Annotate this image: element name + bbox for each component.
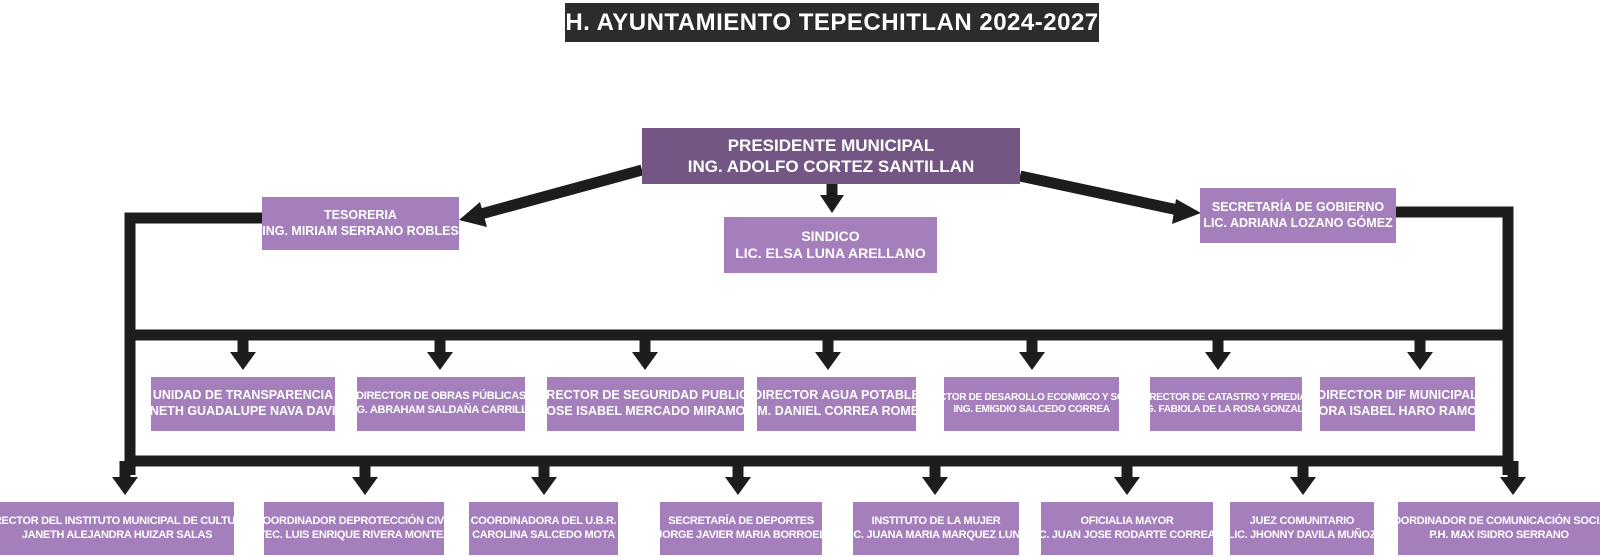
coordinator-box: OFICIALIA MAYOR C. JUAN JOSE RODARTE COR… (1041, 502, 1213, 555)
sindico-name: LIC. ELSA LUNA ARELLANO (735, 245, 926, 261)
director-name: JANETH GUADALUPE NAVA DAVILA (151, 404, 335, 418)
director-box: DIRECTOR DE OBRAS PÚBLICAS ING. ABRAHAM … (357, 377, 525, 431)
arrowhead-director-3 (632, 352, 658, 370)
coordinator-role: SECRETARÍA DE DEPORTES (668, 514, 814, 527)
arrowhead-coord-2 (352, 477, 378, 495)
coordinator-box: JUEZ COMUNITARIO LIC. JHONNY DAVILA MUÑO… (1230, 502, 1374, 555)
right-trunk-line (1396, 206, 1514, 475)
tesoreria-role: TESORERIA (324, 207, 397, 222)
director-box: DIRECTOR AGUA POTABLE T.A.M. DANIEL CORR… (757, 377, 916, 431)
coordinator-name: CAROLINA SALCEDO MOTA (472, 528, 615, 541)
tesoreria-box: TESORERIA ING. MIRIAM SERRANO ROBLES (262, 197, 459, 250)
coordinator-role: JUEZ COMUNITARIO (1249, 514, 1355, 527)
director-name: ING. FABIOLA DE LA ROSA GONZALEZ (1150, 404, 1302, 415)
arrowhead-secretaria (1172, 199, 1201, 224)
coordinator-name: JORGE JAVIER MARIA BORROEL (660, 528, 822, 541)
left-trunk-line (124, 212, 268, 475)
arrow-to-secretaria (1018, 170, 1180, 216)
coordinator-box: SECRETARÍA DE DEPORTES JORGE JAVIER MARI… (660, 502, 822, 555)
coordinator-role: DIRECTOR DEL INSTITUTO MUNICIPAL DE CULT… (0, 514, 234, 527)
director-role: DIRECTOR DE SEGURIDAD PUBLICA (547, 388, 744, 403)
director-name: LIC. JOSE ISABEL MERCADO MIRAMONTES (547, 404, 744, 418)
director-name: T.A.M. DANIEL CORREA ROMERO (757, 404, 916, 418)
director-box: UNIDAD DE TRANSPARENCIA JANETH GUADALUPE… (151, 377, 335, 431)
coordinator-name: JANETH ALEJANDRA HUIZAR SALAS (21, 528, 213, 541)
director-role: DIRECTOR DE CATASTRO Y PREDIAL (1150, 391, 1302, 403)
director-name: ING. ABRAHAM SALDAÑA CARRILLO (357, 404, 525, 416)
secretaria-gobierno-box: SECRETARÍA DE GOBIERNO LIC. ADRIANA LOZA… (1200, 188, 1396, 243)
arrowhead-director-7 (1407, 352, 1433, 370)
arrowhead-coord-5 (922, 477, 948, 495)
president-name: ING. ADOLFO CORTEZ SANTILLAN (687, 157, 975, 176)
coordinator-role: COORDINADOR DE COMUNICACIÓN SOCIAL (1398, 514, 1600, 527)
arrowhead-director-6 (1205, 352, 1231, 370)
arrowhead-director-2 (427, 352, 453, 370)
coordinator-name: TEC. LUIS ENRIQUE RIVERA MONTEZ (264, 528, 444, 541)
coordinator-box: COORDINADOR DE COMUNICACIÓN SOCIAL P.H. … (1398, 502, 1600, 555)
director-role: UNIDAD DE TRANSPARENCIA (152, 388, 334, 403)
arrowhead-coord-6 (1114, 477, 1140, 495)
director-box: DIRECTOR DE DESAROLLO ECONMICO Y SOCIAL … (944, 377, 1119, 431)
coordinator-name: LIC. JUANA MARIA MARQUEZ LUNA (853, 528, 1019, 541)
director-box: DIRECTOR DE CATASTRO Y PREDIAL ING. FABI… (1150, 377, 1302, 431)
sindico-box: SINDICO LIC. ELSA LUNA ARELLANO (724, 217, 937, 273)
arrowhead-coord-8 (1500, 477, 1526, 495)
president-role: PRESIDENTE MUNICIPAL (727, 135, 935, 155)
coordinator-role: INSTITUTO DE LA MUJER (871, 514, 1001, 527)
arrowhead-coord-4 (725, 477, 751, 495)
sindico-role: SINDICO (801, 227, 860, 244)
arrowhead-director-1 (230, 352, 256, 370)
coordinator-box: COORDINADORA DEL U.B.R. CAROLINA SALCEDO… (469, 502, 618, 555)
director-role: DIRECTOR DE DESAROLLO ECONMICO Y SOCIAL (944, 391, 1119, 403)
arrowhead-tesoreria (459, 202, 487, 227)
arrowhead-coord-7 (1290, 477, 1316, 495)
coordinator-role: OFICIALIA MAYOR (1080, 514, 1174, 527)
tesoreria-name: ING. MIRIAM SERRANO ROBLES (262, 223, 459, 238)
president-box: PRESIDENTE MUNICIPAL ING. ADOLFO CORTEZ … (642, 128, 1020, 184)
coordinator-name: P.H. MAX ISIDRO SERRANO (1429, 528, 1569, 541)
secretaria-gobierno-role: SECRETARÍA DE GOBIERNO (1211, 199, 1385, 214)
page-title: H. AYUNTAMIENTO TEPECHITLAN 2024-2027 (565, 3, 1099, 42)
arrowhead-director-5 (1019, 352, 1045, 370)
director-box: DIRECTOR DE SEGURIDAD PUBLICA LIC. JOSE … (547, 377, 744, 431)
director-role: DIRECTOR DIF MUNICIPAL (1320, 388, 1475, 403)
director-role: DIRECTOR DE OBRAS PÚBLICAS (357, 390, 525, 403)
coordinator-role: COORDINADORA DEL U.B.R. (470, 514, 617, 527)
coordinator-role: COORDINADOR DEPROTECCIÓN CIVIL (264, 514, 444, 527)
arrowhead-sindico (820, 195, 844, 213)
director-box: DIRECTOR DIF MUNICIPAL NORA ISABEL HARO … (1320, 377, 1475, 431)
arrowhead-director-4 (815, 352, 841, 370)
secretaria-gobierno-name: LIC. ADRIANA LOZANO GÓMEZ (1203, 215, 1393, 230)
director-name: NORA ISABEL HARO RAMOS (1320, 404, 1475, 418)
arrowhead-coord-3 (531, 477, 557, 495)
arrowhead-coord-1 (112, 477, 138, 495)
coordinator-box: INSTITUTO DE LA MUJER LIC. JUANA MARIA M… (853, 502, 1019, 555)
arrow-to-tesoreria (468, 164, 644, 223)
coordinator-box: DIRECTOR DEL INSTITUTO MUNICIPAL DE CULT… (0, 502, 234, 555)
director-role: DIRECTOR AGUA POTABLE (757, 388, 916, 403)
coordinator-box: COORDINADOR DEPROTECCIÓN CIVIL TEC. LUIS… (264, 502, 444, 555)
coordinator-name: C. JUAN JOSE RODARTE CORREA (1041, 528, 1213, 541)
director-name: ING. EMIGDIO SALCEDO CORREA (953, 404, 1110, 415)
coordinator-name: LIC. JHONNY DAVILA MUÑOZ (1230, 528, 1374, 541)
